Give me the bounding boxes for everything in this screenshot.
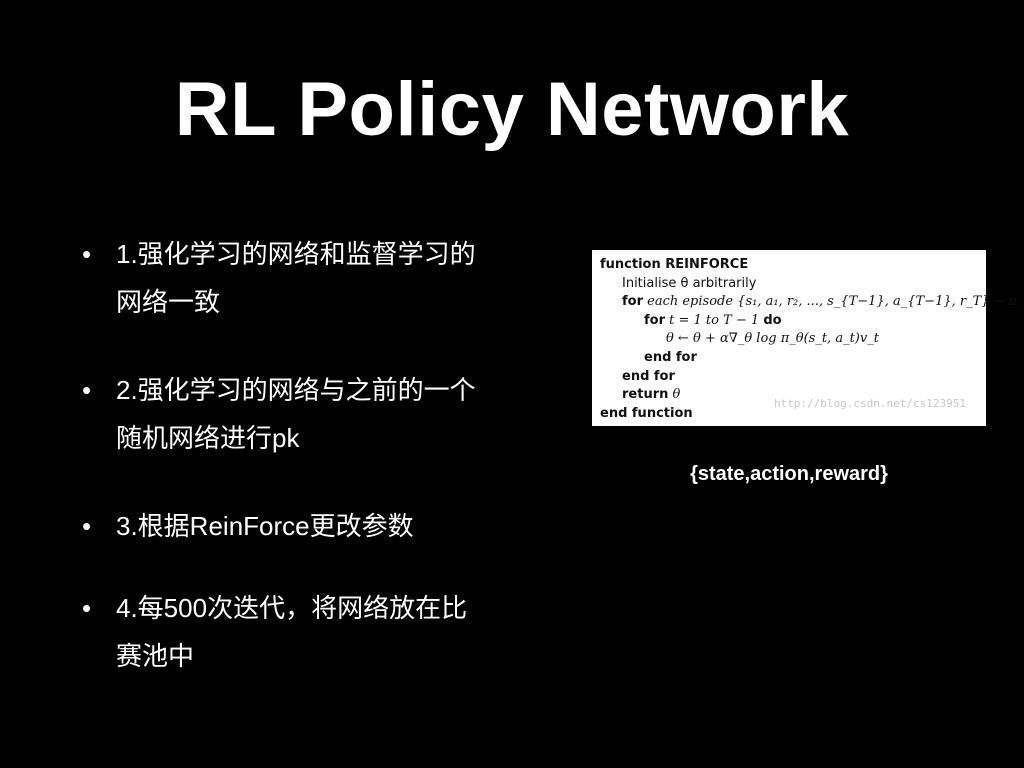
bullet-dot: • — [82, 239, 92, 269]
algo-keyword: return — [622, 387, 669, 403]
algo-line-for-episode: for each episode {s₁, a₁, r₂, ..., s_{T−… — [600, 293, 1024, 312]
algo-line-return: return θ — [600, 386, 978, 405]
algo-keyword: function REINFORCE — [600, 257, 749, 272]
bullet-text-line: 3.根据ReinForce更改参数 — [116, 511, 414, 541]
algo-text: θ ← θ + α∇_θ log π_θ(s_t, a_t)v_t — [666, 331, 879, 347]
bullet-text-line: 4.每500次迭代，将网络放在比 — [116, 593, 468, 623]
bullet-dot: • — [82, 375, 92, 405]
image-watermark: http://blog.csdn.net/cs123951 — [773, 397, 966, 411]
algo-text: Initialise θ arbitrarily — [622, 275, 757, 291]
algo-line-end-for-inner: end for — [600, 349, 978, 368]
algo-keyword: end for — [644, 349, 697, 365]
algo-keyword: end for — [622, 368, 675, 384]
algo-keyword: for — [622, 294, 643, 310]
algo-line-end-function: end function — [600, 405, 978, 424]
algo-line-function: function REINFORCE — [600, 256, 978, 275]
algorithm-caption: {state,action,reward} — [690, 463, 888, 485]
bullet-item-4: • 4.每500次迭代，将网络放在比 赛池中 — [80, 584, 560, 680]
slide-title: RL Policy Network — [174, 67, 850, 152]
bullet-text-line: 网络一致 — [116, 287, 221, 317]
bullet-list: • 1.强化学习的网络和监督学习的 网络一致 • 2.强化学习的网络与之前的一个… — [80, 230, 560, 720]
bullet-text-line: 2.强化学习的网络与之前的一个 — [116, 375, 476, 405]
reinforce-algorithm-image: function REINFORCE Initialise θ arbitrar… — [592, 250, 1024, 426]
algo-line-initialise: Initialise θ arbitrarily — [600, 275, 978, 294]
algo-text: t = 1 to T − 1 — [665, 312, 764, 328]
bullet-dot: • — [82, 511, 92, 541]
algo-text: each episode {s₁, a₁, r₂, ..., s_{T−1}, … — [643, 294, 1024, 310]
algo-line-for-t: for t = 1 to T − 1 do — [600, 312, 978, 331]
algo-line-end-for-outer: end for — [600, 368, 978, 387]
bullet-dot: • — [82, 593, 92, 623]
bullet-text-line: 1.强化学习的网络和监督学习的 — [116, 239, 476, 269]
bullet-text-line: 随机网络进行pk — [116, 423, 300, 453]
bullet-item-2: • 2.强化学习的网络与之前的一个 随机网络进行pk — [80, 366, 560, 462]
algo-keyword: do — [763, 312, 782, 328]
bullet-item-1: • 1.强化学习的网络和监督学习的 网络一致 — [80, 230, 560, 326]
algo-text: θ — [668, 387, 681, 403]
bullet-text-line: 赛池中 — [116, 641, 195, 671]
bullet-item-3: • 3.根据ReinForce更改参数 — [80, 502, 560, 550]
algo-keyword: end function — [600, 405, 693, 421]
algo-keyword: for — [644, 312, 665, 328]
algo-line-update: θ ← θ + α∇_θ log π_θ(s_t, a_t)v_t — [600, 330, 978, 349]
